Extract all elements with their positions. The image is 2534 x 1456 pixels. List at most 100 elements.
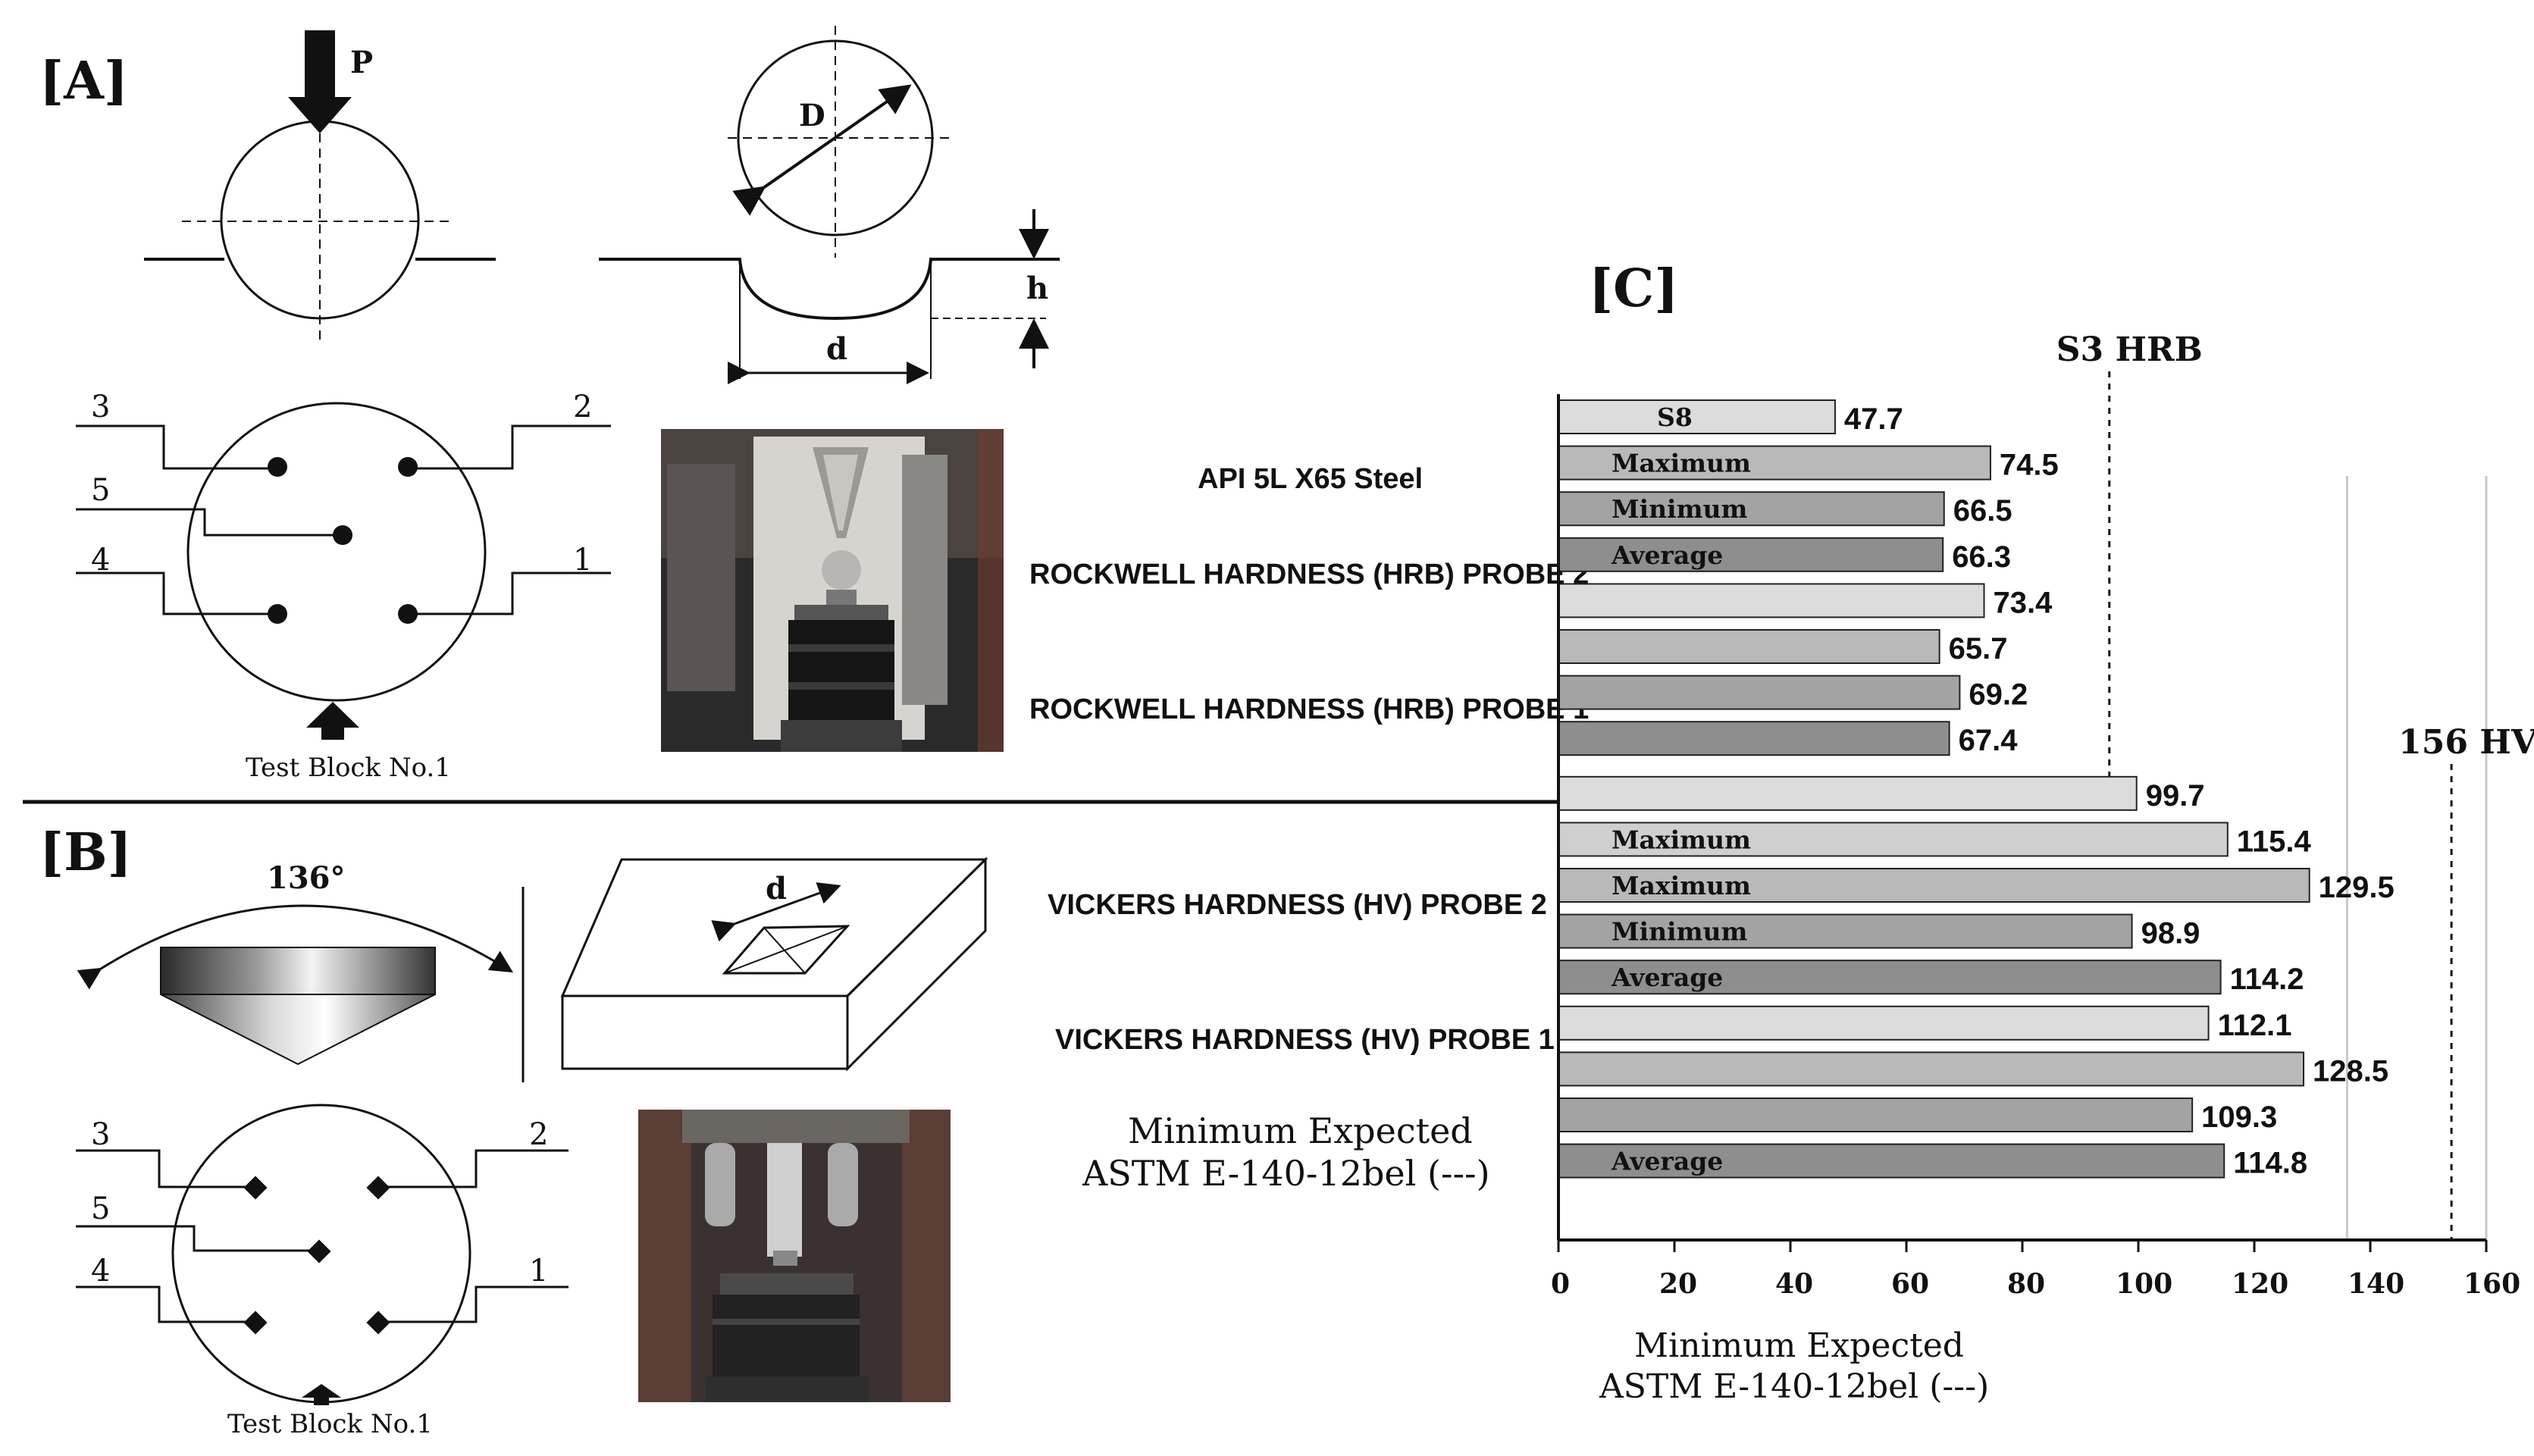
- bar-category-label: Minimum: [1612, 494, 1748, 524]
- bar-category-label: Average: [1611, 540, 1723, 570]
- test-block-circle: [186, 402, 487, 702]
- bar-value-label: 115.4: [2237, 825, 2312, 858]
- bar-value-label: 99.7: [2146, 779, 2205, 813]
- point-b-label-5: 5: [91, 1191, 110, 1226]
- indent-mark-1: [366, 1310, 390, 1335]
- bar-value-label: 112.1: [2218, 1009, 2292, 1042]
- x-tick-label: 120: [2232, 1268, 2288, 1300]
- indent-point-5: [333, 525, 352, 545]
- point-b-label-1: 1: [529, 1254, 548, 1288]
- test-block-label-b: Test Block No.1: [227, 1409, 433, 1439]
- x-tick-label: 60: [1891, 1268, 1929, 1300]
- bar-value-label: 65.7: [1949, 632, 2008, 665]
- group-label-api-steel: API 5L X65 Steel: [1198, 463, 1423, 495]
- bar-category-label: Average: [1611, 1147, 1723, 1176]
- panel-b-label: [B]: [39, 822, 132, 883]
- leader-b-3: [76, 1149, 255, 1188]
- bar-category-label: S8: [1657, 402, 1693, 432]
- indenter-tip: [160, 994, 436, 1066]
- angle-arc: [77, 904, 514, 990]
- x-tick-label: 140: [2348, 1268, 2404, 1300]
- bar-category-label: Minimum: [1612, 917, 1748, 947]
- bar-category-label: Average: [1611, 963, 1723, 992]
- leader-1: [409, 571, 611, 615]
- diameter-label: D: [799, 98, 825, 133]
- bar-category-label: Maximum: [1612, 871, 1751, 900]
- legend-line-2: ASTM E-140-12bel (---): [1082, 1153, 1490, 1194]
- diameter-arrow: [732, 84, 912, 216]
- bar-value-label: 98.9: [2141, 917, 2200, 950]
- indent-width-label: d: [826, 331, 847, 367]
- pyramid-diag-1: [724, 925, 848, 974]
- block-front: [561, 994, 849, 1070]
- legend-line-1: Minimum Expected: [1128, 1110, 1473, 1151]
- bar: [1558, 1097, 2194, 1132]
- indent-mark-5: [307, 1239, 331, 1263]
- x-tick-label: 0: [1551, 1268, 1570, 1300]
- group-label-hrb-probe-2: ROCKWELL HARDNESS (HRB) PROBE 2: [1029, 559, 1589, 590]
- x-tick-label: 160: [2464, 1268, 2520, 1300]
- bar: [1558, 1051, 2305, 1087]
- group-label-hrb-probe-1: ROCKWELL HARDNESS (HRB) PROBE 1: [1029, 694, 1589, 725]
- leader-3: [76, 424, 274, 470]
- indent-mark-3: [243, 1176, 268, 1200]
- block-side: [846, 856, 987, 1072]
- rockwell-indent-diagram: D d h: [599, 26, 1060, 384]
- vickers-indenter-diagram: 136°: [77, 860, 525, 1082]
- bar-value-label: 73.4: [1994, 586, 2053, 619]
- rockwell-tester-photo: [661, 429, 1004, 752]
- diagonal-dim-arrow: [711, 882, 841, 942]
- point-label-2: 2: [573, 390, 592, 424]
- panel-c: [C] API 5L X65 Steel ROCKWELL HARDNESS (…: [1029, 258, 2534, 1406]
- pyramid-diag-2: [763, 927, 806, 974]
- point-label-5: 5: [91, 473, 110, 508]
- bar-value-label: 128.5: [2313, 1054, 2388, 1088]
- bar-value-label: 66.5: [1953, 494, 2012, 528]
- x-tick-label: 20: [1659, 1268, 1697, 1300]
- leader-b-2: [379, 1149, 569, 1188]
- indent-point-4: [268, 604, 287, 624]
- leader-b-1: [379, 1285, 569, 1323]
- bar-value-label: 114.2: [2230, 963, 2304, 996]
- load-arrow-shaft: [305, 30, 335, 97]
- bar-category-label: Maximum: [1612, 449, 1751, 478]
- indent-mark-4: [243, 1310, 268, 1335]
- point-b-label-4: 4: [91, 1254, 110, 1288]
- panel-a-label: [A]: [39, 51, 128, 111]
- block-arrow: [306, 702, 359, 740]
- bar: [1558, 822, 2229, 857]
- point-label-1: 1: [573, 543, 592, 578]
- vickers-test-block: 3 2 5 4 1 Test Block No.1: [76, 1104, 569, 1439]
- bar: [1558, 675, 1961, 710]
- indent-point-2: [398, 457, 418, 477]
- bar-value-label: 109.3: [2201, 1101, 2277, 1134]
- panel-c-label: [C]: [1589, 258, 1678, 319]
- bar-value-label: 129.5: [2319, 871, 2395, 904]
- block-arrow-b: [302, 1384, 341, 1405]
- bar-value-label: 114.8: [2233, 1147, 2307, 1180]
- x-tick-label: 80: [2007, 1268, 2045, 1300]
- indenter-angle-label: 136°: [267, 860, 346, 896]
- x-tick-label: 100: [2116, 1268, 2172, 1300]
- test-block-label: Test Block No.1: [246, 753, 451, 783]
- bar-value-label: 47.7: [1844, 402, 1903, 436]
- load-label: P: [350, 45, 373, 80]
- indent-point-1: [398, 604, 418, 624]
- reference-label: 156 HV: [2398, 723, 2534, 762]
- bar: [1558, 1005, 2210, 1041]
- bar: [1558, 721, 1950, 756]
- vickers-indent-diagram: d: [560, 856, 988, 1072]
- rockwell-test-block: 3 2 5 4 1 Test Block No.1: [76, 390, 611, 783]
- point-label-3: 3: [91, 390, 110, 424]
- indenter-body: [160, 947, 436, 995]
- bar-category-label: Maximum: [1612, 825, 1751, 854]
- x-axis-label-line-2: ASTM E-140-12bel (---): [1599, 1367, 1989, 1406]
- x-axis-label-line-1: Minimum Expected: [1634, 1326, 1964, 1365]
- bar: [1558, 399, 1836, 434]
- bar: [1558, 775, 2138, 811]
- diagonal-label: d: [766, 871, 787, 906]
- bar-value-label: 69.2: [1969, 678, 2028, 712]
- panel-a: [A] P D d h: [39, 26, 1060, 783]
- rockwell-load-diagram: P: [144, 30, 496, 341]
